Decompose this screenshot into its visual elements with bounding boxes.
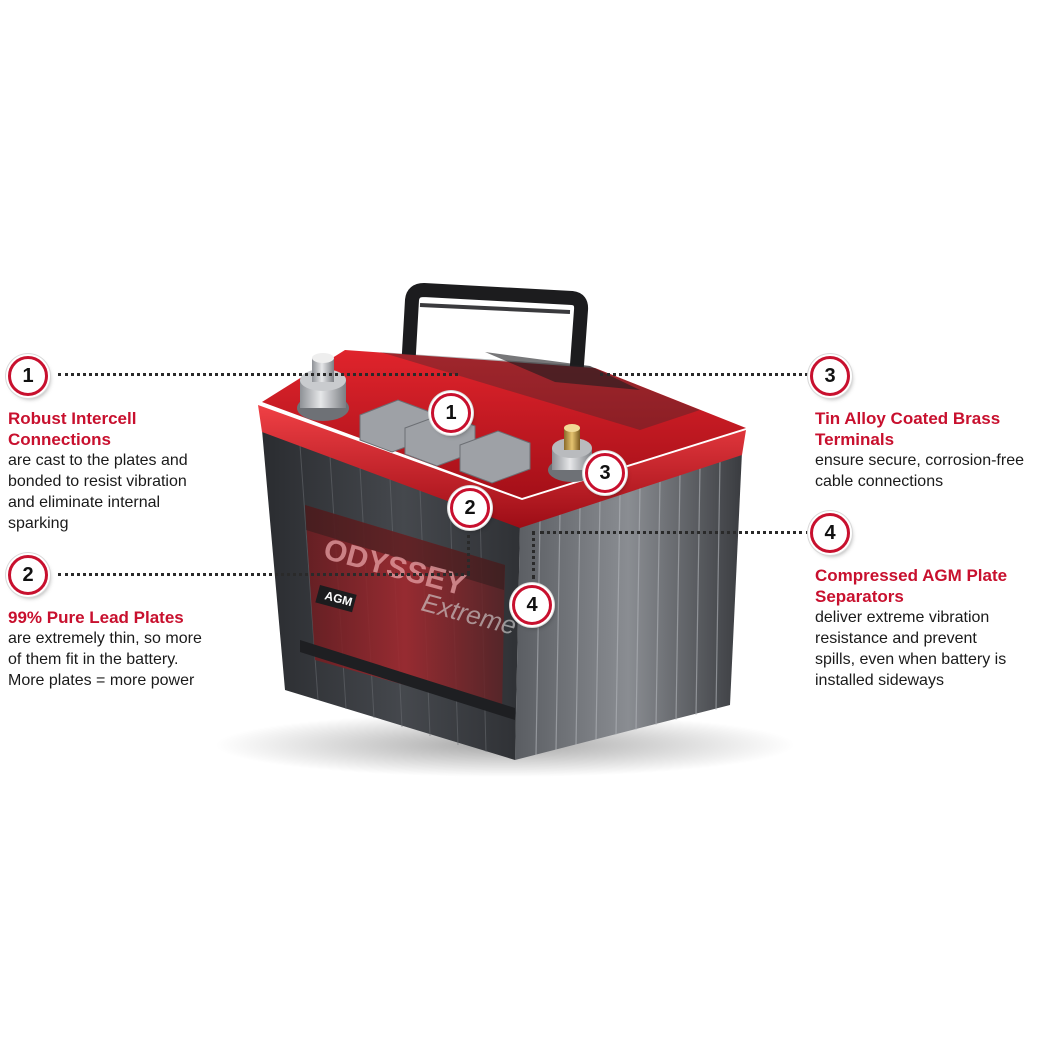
callout-1-desc-line3: and eliminate internal — [8, 494, 161, 511]
callout-3-heading-line2: Terminals — [815, 430, 895, 449]
callout-4-desc-line1: deliver extreme vibration — [815, 609, 990, 626]
callout-4-heading-line1: Compressed AGM Plate — [815, 566, 1008, 585]
callout-2: 99% Pure Lead Plates are extremely thin,… — [8, 607, 248, 691]
callout-2-desc-line3: More plates = more power — [8, 672, 195, 689]
callout-3-desc-line1: ensure secure, corrosion-free — [815, 452, 1024, 469]
battery-badge-4: 4 — [512, 585, 552, 625]
battery-badge-3: 3 — [585, 453, 625, 493]
callout-badge-2: 2 — [8, 555, 48, 595]
callout-1: Robust Intercell Connections are cast to… — [8, 408, 248, 534]
leader-line-2 — [58, 573, 470, 576]
callout-4-desc-line3: spills, even when battery is — [815, 651, 1007, 668]
callout-2-desc-line1: are extremely thin, so more — [8, 630, 202, 647]
leader-line-2-vertical — [467, 528, 470, 574]
callout-badge-1: 1 — [8, 356, 48, 396]
leader-line-4-vertical — [532, 531, 535, 579]
leader-line-1 — [58, 373, 458, 376]
callout-badge-4: 4 — [810, 513, 850, 553]
callout-1-desc-line1: are cast to the plates and — [8, 452, 188, 469]
callout-badge-3: 3 — [810, 356, 850, 396]
leader-line-3 — [600, 373, 808, 376]
callout-1-heading-line1: Robust Intercell — [8, 409, 137, 428]
callout-1-desc-line2: bonded to resist vibration — [8, 473, 187, 490]
callout-4-heading-line2: Separators — [815, 587, 904, 606]
callout-2-heading: 99% Pure Lead Plates — [8, 608, 184, 627]
callout-3-heading-line1: Tin Alloy Coated Brass — [815, 409, 1001, 428]
callout-1-desc-line4: sparking — [8, 515, 69, 532]
callout-3: Tin Alloy Coated Brass Terminals ensure … — [815, 408, 1047, 492]
callout-4-desc-line4: installed sideways — [815, 672, 944, 689]
callout-2-desc-line2: of them fit in the battery. — [8, 651, 179, 668]
callout-4: Compressed AGM Plate Separators deliver … — [815, 565, 1047, 691]
battery-badge-1: 1 — [431, 393, 471, 433]
callout-1-heading-line2: Connections — [8, 430, 111, 449]
leader-line-4 — [540, 531, 810, 534]
callout-4-desc-line2: resistance and prevent — [815, 630, 977, 647]
battery-badge-2: 2 — [450, 488, 490, 528]
callout-3-desc-line2: cable connections — [815, 473, 944, 490]
